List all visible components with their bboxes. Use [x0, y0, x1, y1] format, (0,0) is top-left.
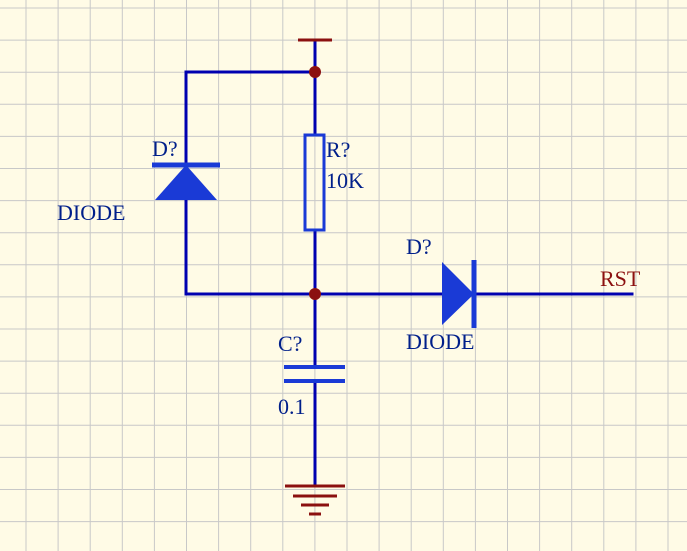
resistor-value: 10K — [326, 168, 364, 193]
junction-dot-icon — [309, 288, 321, 300]
component-labels: D? DIODE R? 10K D? DIODE C? 0.1 RST — [57, 136, 641, 419]
capacitor-icon — [284, 365, 345, 383]
junction-dots — [309, 66, 321, 300]
diode2-designator: D? — [406, 234, 432, 259]
capacitor-designator: C? — [278, 331, 302, 356]
diode-icon — [442, 260, 477, 328]
diode2-value: DIODE — [406, 329, 474, 354]
resistor-designator: R? — [326, 137, 350, 162]
diode2-body — [442, 262, 474, 325]
resistor-icon — [303, 133, 326, 232]
diode-icon — [152, 162, 220, 200]
junction-dot-icon — [309, 66, 321, 78]
capacitor-value: 0.1 — [278, 394, 306, 419]
diode1-designator: D? — [152, 136, 178, 161]
diode1-body — [155, 165, 217, 200]
ground-icon — [285, 484, 345, 516]
diode1-value: DIODE — [57, 200, 125, 225]
net-label-rst: RST — [600, 266, 641, 291]
